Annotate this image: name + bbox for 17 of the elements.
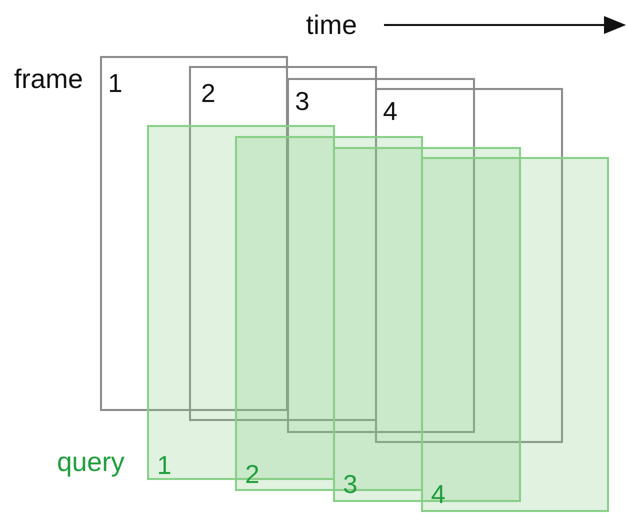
query-rectangle (333, 147, 521, 502)
axis-label: time (306, 10, 358, 40)
frame-rectangle (189, 66, 377, 421)
number-label: 2 (245, 461, 260, 487)
number-label: 3 (295, 88, 310, 114)
frame-rectangle (375, 88, 563, 443)
number-label: 4 (383, 98, 398, 124)
number-label: 2 (201, 80, 216, 106)
number-label: 1 (157, 452, 172, 478)
frame-rectangle (287, 78, 475, 433)
frame-label: frame (14, 64, 84, 94)
number-label: 3 (343, 471, 358, 497)
query-label: query (57, 447, 125, 477)
query-rectangle (421, 157, 609, 512)
number-label: 4 (431, 481, 446, 507)
frame-rectangle (100, 56, 288, 411)
number-label: 1 (108, 70, 122, 96)
